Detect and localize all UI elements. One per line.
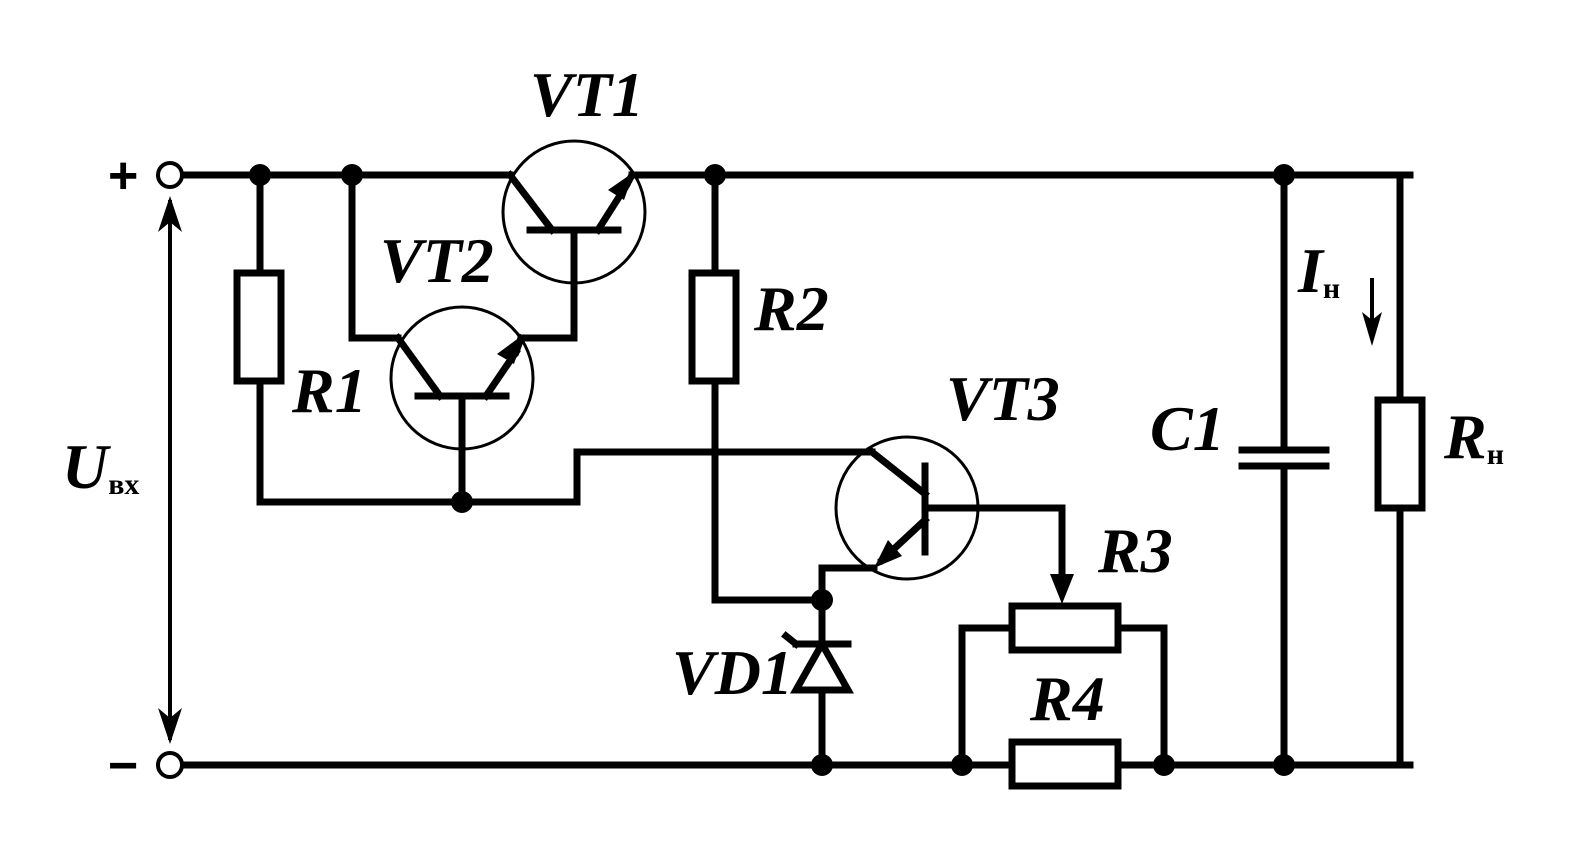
- load-current-arrow: [1362, 278, 1382, 346]
- c1-capacitor: [1238, 171, 1330, 769]
- junction-dots: [249, 164, 1295, 776]
- junction-dot: [811, 589, 833, 611]
- base-bus-wire: [256, 448, 876, 506]
- plus-terminal: [156, 161, 184, 189]
- vt1-label: VT1: [530, 59, 644, 130]
- r4-label: R4: [1029, 663, 1105, 734]
- load-current-label: Iн: [1297, 235, 1340, 306]
- junction-dot: [1273, 164, 1295, 186]
- junction-dot: [704, 164, 726, 186]
- vt2-transistor: [348, 171, 578, 506]
- load-resistor-label: Rн: [1443, 401, 1504, 472]
- junction-dot: [811, 754, 833, 776]
- vt3-transistor: [818, 435, 1074, 604]
- r1-label: R1: [291, 355, 367, 426]
- r2-resistor: [688, 171, 826, 604]
- junction-dot: [1153, 754, 1175, 776]
- vt1-transistor: [501, 139, 647, 285]
- junction-dot: [1273, 754, 1295, 776]
- r2-label: R2: [753, 273, 829, 344]
- load-resistor: [1374, 171, 1426, 769]
- plus-sign: +: [108, 147, 138, 205]
- r1-resistor: [233, 171, 285, 506]
- junction-dot: [951, 754, 973, 776]
- vd1-zener-diode: [781, 596, 854, 769]
- minus-sign: −: [108, 737, 138, 795]
- junction-dot: [341, 164, 363, 186]
- junction-dot: [451, 491, 473, 513]
- vt3-label: VT3: [946, 363, 1060, 434]
- c1-label: C1: [1150, 393, 1225, 464]
- vt2-label: VT2: [380, 225, 494, 296]
- minus-terminal: [156, 751, 184, 779]
- r3-label: R3: [1097, 515, 1173, 586]
- r3-resistor: [958, 602, 1168, 769]
- input-voltage-arrow: [158, 196, 182, 744]
- vd1-label: VD1: [672, 637, 793, 708]
- r4-resistor: [1008, 738, 1122, 790]
- junction-dot: [249, 164, 271, 186]
- input-voltage-label: Uвх: [62, 431, 139, 502]
